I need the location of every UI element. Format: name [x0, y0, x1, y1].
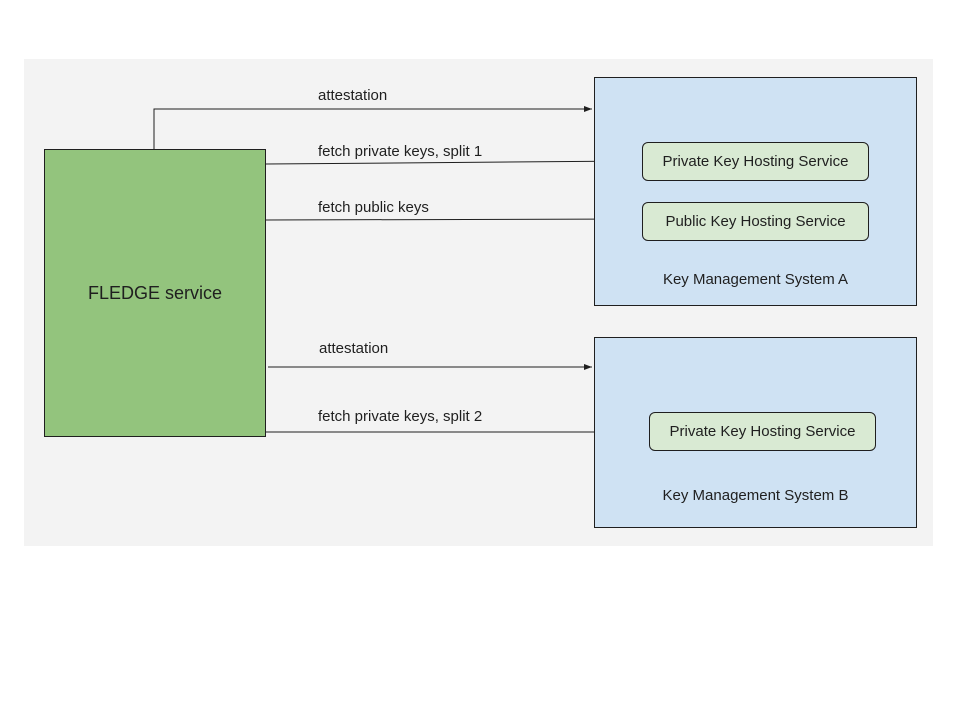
- fledge-service-label: FLEDGE service: [87, 282, 223, 303]
- arrow-fetch-public-keys: [263, 216, 641, 223]
- key-management-system-b-box: Key Management System B: [594, 337, 917, 528]
- key-management-system-a-box: Key Management System A: [594, 77, 917, 306]
- public-key-hosting-service-a: Public Key Hosting Service: [642, 202, 869, 241]
- edge-label-fetch-public-keys: fetch public keys: [318, 199, 429, 216]
- private-key-hosting-service-a: Private Key Hosting Service: [642, 142, 869, 181]
- arrow-attestation-a: [153, 106, 592, 149]
- service-label: Private Key Hosting Service: [662, 153, 849, 170]
- service-label: Public Key Hosting Service: [665, 213, 846, 230]
- edge-label-attestation-b: attestation: [319, 340, 389, 357]
- edge-label-fetch-private-keys-split-1: fetch private keys, split 1: [318, 143, 483, 160]
- kms-b-label: Key Management System B: [662, 487, 849, 504]
- private-key-hosting-service-b: Private Key Hosting Service: [649, 412, 876, 451]
- edge-label-fetch-private-keys-split-2: fetch private keys, split 2: [318, 408, 483, 425]
- arrow-fetch-private-keys-split-1: [265, 158, 641, 165]
- edge-label-attestation-a: attestation: [318, 87, 388, 104]
- fledge-service-box: FLEDGE service: [44, 149, 266, 437]
- kms-a-label: Key Management System A: [662, 271, 849, 288]
- service-label: Private Key Hosting Service: [669, 423, 856, 440]
